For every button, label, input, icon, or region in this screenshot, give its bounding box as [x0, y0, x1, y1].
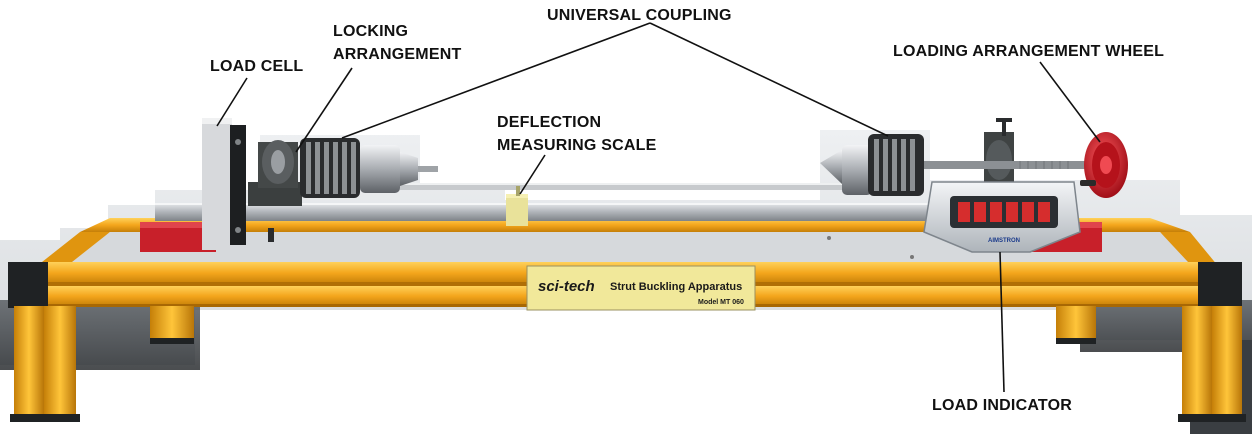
label-load-indicator: LOAD INDICATOR	[932, 397, 1072, 414]
leader-coupling-left	[341, 22, 651, 139]
load-cell-assembly	[202, 118, 274, 250]
label-deflection-line1: DEFLECTION	[497, 114, 602, 131]
leader-indicator	[999, 251, 1005, 393]
label-loading-wheel: LOADING ARRANGEMENT WHEEL	[893, 43, 1165, 60]
right-locking-block	[924, 118, 1092, 184]
leader-load-cell	[216, 77, 248, 127]
label-load-cell: LOAD CELL	[210, 58, 304, 75]
locking-arrangement	[248, 140, 302, 206]
leader-deflection	[519, 154, 546, 195]
label-locking-line1: LOCKING	[333, 23, 409, 40]
nameplate-product: Strut Buckling Apparatus	[610, 281, 742, 293]
leader-lines	[216, 22, 1101, 393]
loading-wheel	[1080, 132, 1128, 198]
indicator-brand: AIMSTRON	[988, 238, 1020, 244]
leader-coupling-right	[649, 22, 889, 137]
load-indicator-device: AIMSTRON	[923, 181, 1081, 253]
deflection-scale	[506, 186, 528, 226]
label-deflection-line2: MEASURING SCALE	[497, 137, 657, 154]
strut-specimen	[400, 183, 870, 190]
label-universal-coupling: UNIVERSAL COUPLING	[547, 7, 732, 24]
nameplate-brand: sci-tech	[538, 278, 595, 295]
nameplate: sci-tech Strut Buckling Apparatus Model …	[526, 265, 756, 311]
right-universal-coupling	[820, 134, 924, 196]
nameplate-model: Model MT 060	[698, 299, 744, 306]
left-universal-coupling	[300, 138, 438, 198]
leader-locking	[295, 67, 353, 153]
steel-base-bar	[155, 203, 1075, 221]
label-locking-line2: ARRANGEMENT	[333, 46, 462, 63]
leader-wheel	[1039, 61, 1101, 143]
